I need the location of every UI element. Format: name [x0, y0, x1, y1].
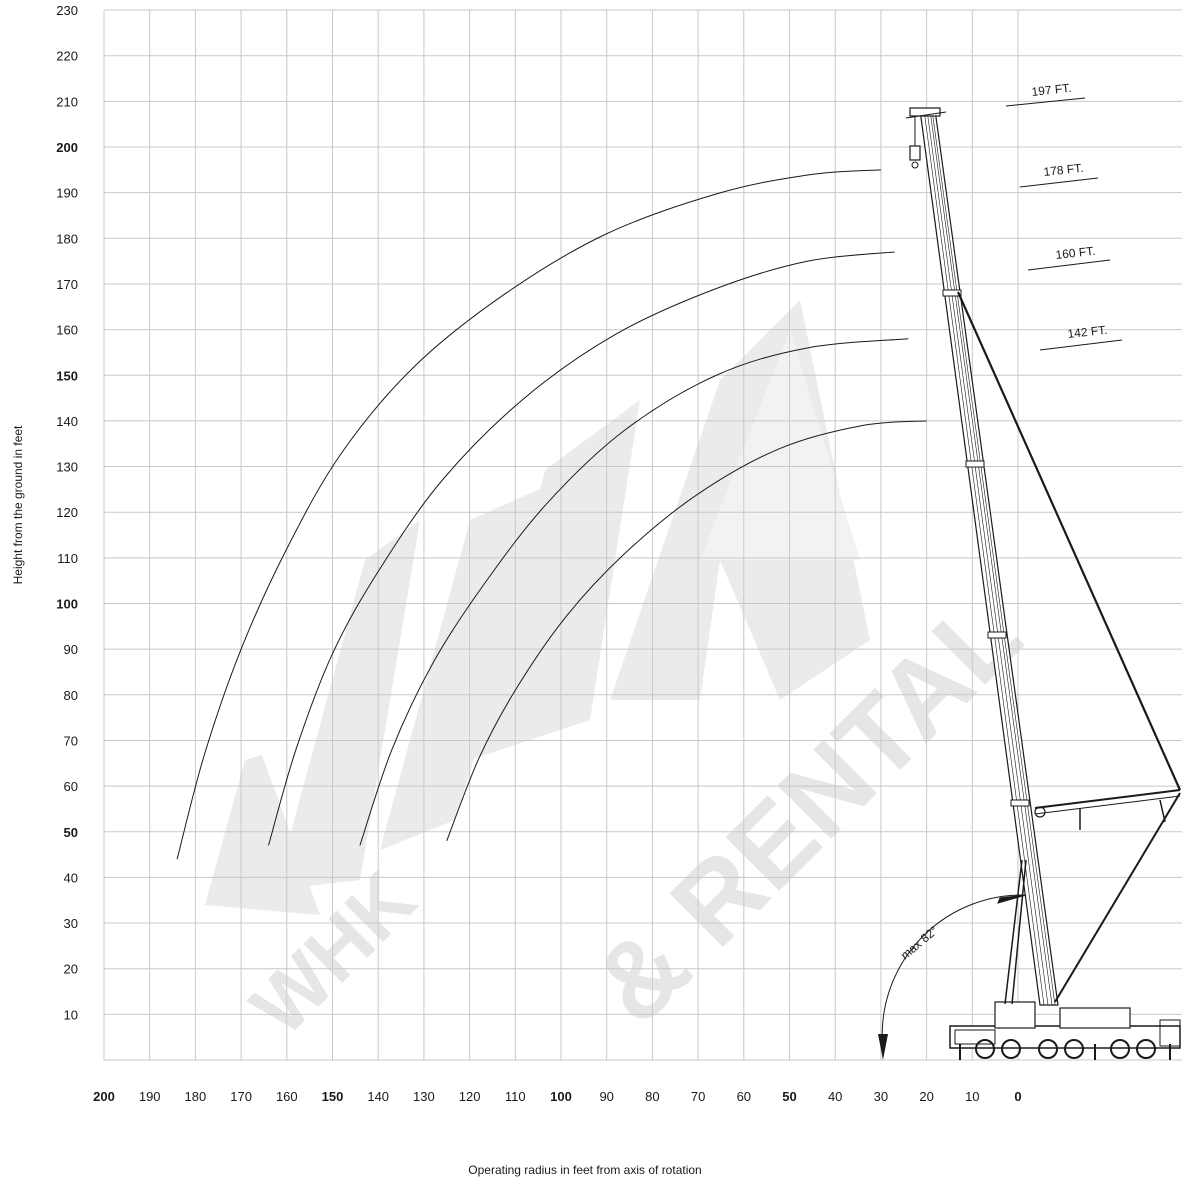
- x-tick-label: 60: [737, 1089, 751, 1104]
- y-tick-label: 40: [64, 870, 78, 885]
- boom-label-142: 142 FT.: [1067, 323, 1108, 341]
- x-tick-label: 70: [691, 1089, 705, 1104]
- x-tick-label: 160: [276, 1089, 298, 1104]
- y-tick-label: 100: [56, 597, 78, 612]
- y-tick-label: 230: [56, 3, 78, 18]
- x-tick-label: 50: [782, 1089, 796, 1104]
- x-tick-label: 130: [413, 1089, 435, 1104]
- y-tick-label: 10: [64, 1007, 78, 1022]
- y-tick-label: 130: [56, 460, 78, 475]
- y-tick-label: 120: [56, 505, 78, 520]
- y-tick-label: 140: [56, 414, 78, 429]
- y-tick-label: 160: [56, 323, 78, 338]
- y-tick-label: 80: [64, 688, 78, 703]
- boom-label-197: 197 FT.: [1031, 81, 1072, 99]
- y-tick-label: 70: [64, 733, 78, 748]
- x-tick-label: 80: [645, 1089, 659, 1104]
- boom-curves: [176, 169, 927, 860]
- y-tick-label: 210: [56, 94, 78, 109]
- x-tick-label: 90: [599, 1089, 613, 1104]
- x-tick-label: 120: [459, 1089, 481, 1104]
- x-tick-label: 180: [185, 1089, 207, 1104]
- y-tick-label: 170: [56, 277, 78, 292]
- x-tick-label: 190: [139, 1089, 161, 1104]
- boom-length-labels: 197 FT. 178 FT. 160 FT. 142 FT.: [1005, 81, 1123, 351]
- boom-curve-2: [268, 251, 895, 846]
- y-tick-label: 20: [64, 962, 78, 977]
- y-tick-label: 150: [56, 368, 78, 383]
- x-tick-label: 110: [505, 1089, 526, 1104]
- x-tick-label: 20: [919, 1089, 933, 1104]
- y-axis-ticks: 10 20 30 40 50 60 70 80 90 100 110 120 130 140 150 160 1…: [56, 3, 78, 1022]
- y-tick-label: 110: [57, 551, 78, 566]
- x-tick-label: 200: [93, 1089, 115, 1104]
- y-axis-title: Height from the ground in feet: [11, 425, 25, 584]
- x-tick-label: 10: [965, 1089, 979, 1104]
- x-tick-label: 30: [874, 1089, 888, 1104]
- y-tick-label: 30: [64, 916, 78, 931]
- boom-curve-3: [359, 338, 909, 846]
- boom-label-178: 178 FT.: [1043, 161, 1084, 179]
- x-tick-label: 40: [828, 1089, 842, 1104]
- y-tick-label: 200: [56, 140, 78, 155]
- boom-label-160: 160 FT.: [1055, 244, 1096, 262]
- y-tick-label: 50: [64, 825, 78, 840]
- y-tick-label: 190: [56, 186, 78, 201]
- angle-annotation: max 82°: [898, 923, 941, 962]
- y-tick-label: 60: [64, 779, 78, 794]
- x-axis-title: Operating radius in feet from axis of ro…: [468, 1163, 701, 1177]
- x-tick-label: 150: [322, 1089, 344, 1104]
- x-tick-label: 170: [230, 1089, 252, 1104]
- y-tick-label: 220: [56, 49, 78, 64]
- x-tick-label: 100: [550, 1089, 572, 1104]
- y-tick-label: 180: [56, 231, 78, 246]
- x-tick-label: 140: [367, 1089, 389, 1104]
- boom-curve-4: [446, 420, 927, 842]
- y-tick-label: 90: [64, 642, 78, 657]
- x-tick-label: 0: [1014, 1089, 1021, 1104]
- crane-illustration: [878, 107, 1182, 1060]
- boom-curve-1: [176, 169, 881, 860]
